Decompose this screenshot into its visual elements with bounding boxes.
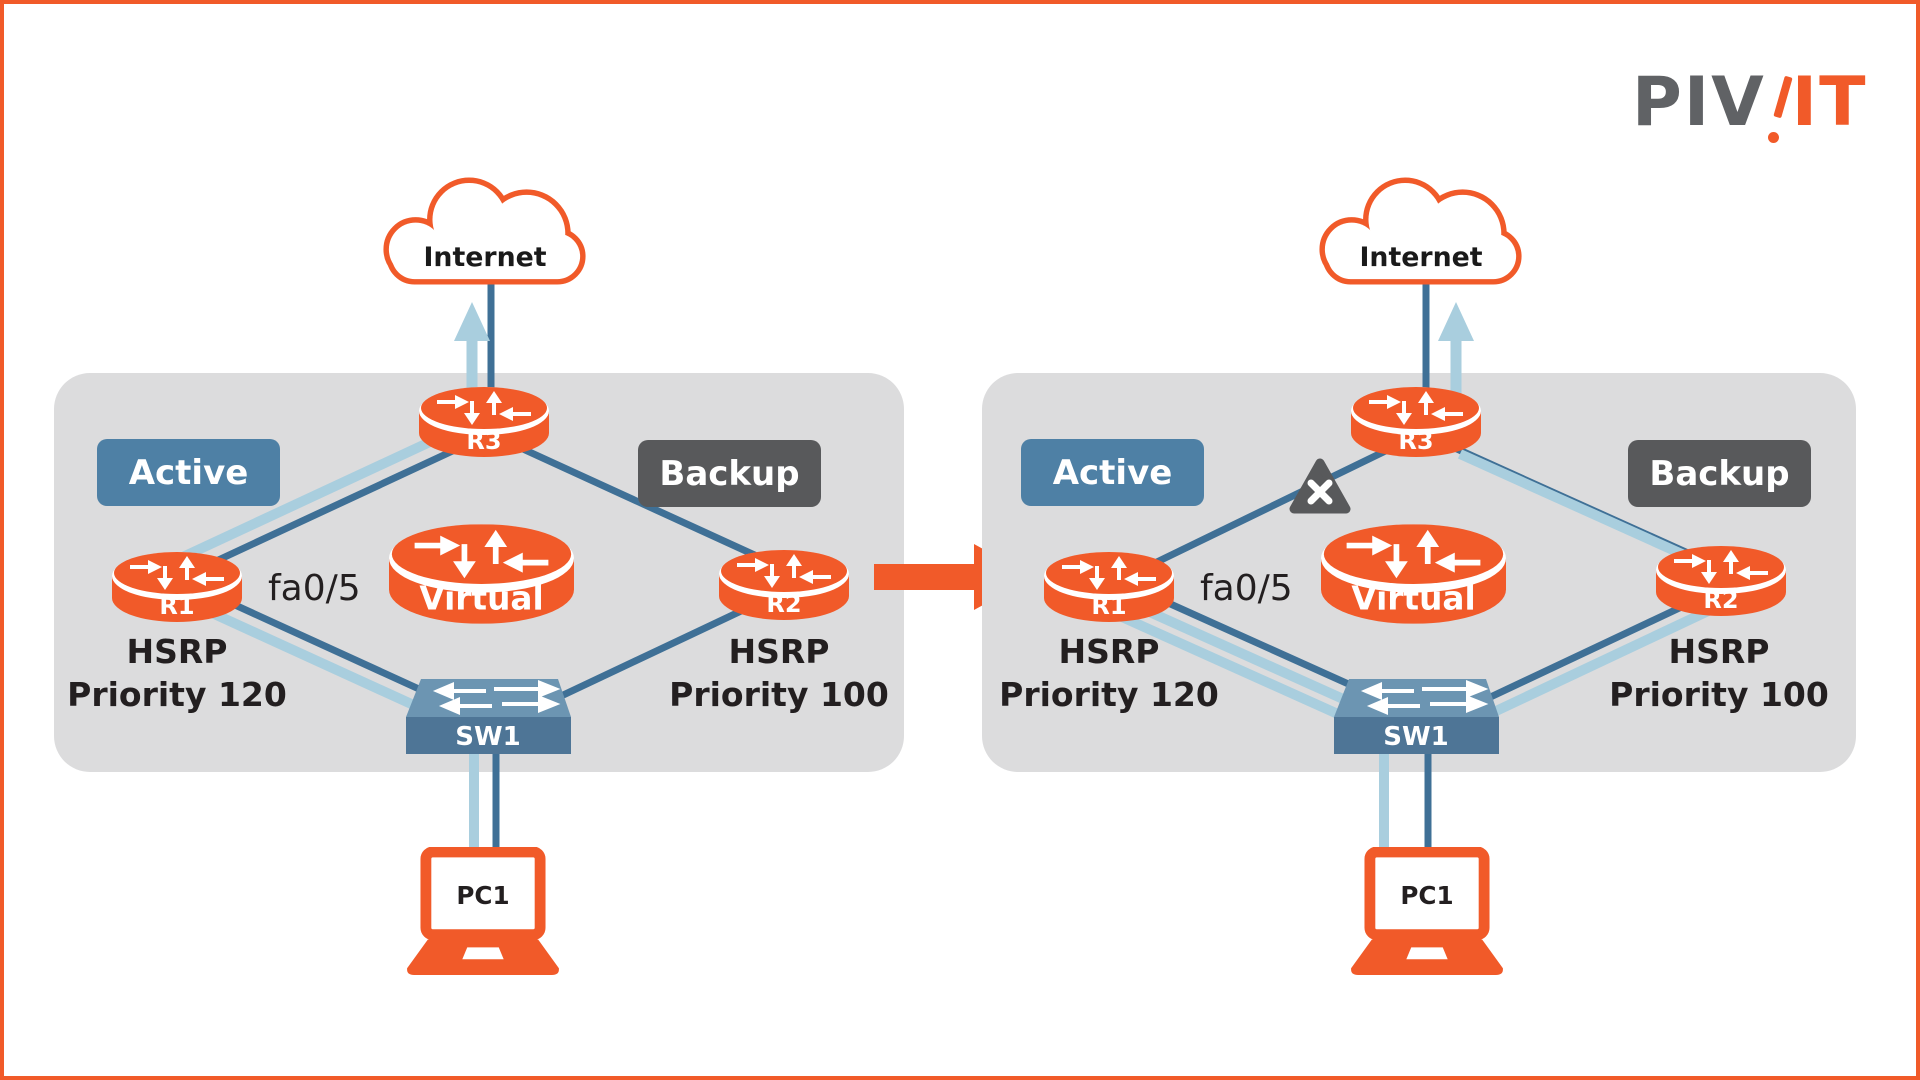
link-r3-r1 [182,437,476,580]
link-r3-r2 [510,440,798,578]
switch-label: SW1 [455,722,521,752]
active-badge-label: Active [1052,452,1173,493]
port-label-fa05: fa0/5 [268,568,361,609]
flow-sw1-r2 [1457,591,1743,733]
panel-before-failure: Internet R3 Active Backup R1 fa0/5 V [44,144,924,1044]
backup-badge: Backup [638,440,821,507]
port-label-fa05: fa0/5 [1200,568,1293,609]
r1-hsrp-caption: HSRP Priority 120 [34,630,320,716]
logo-text-orange: IT [1791,63,1868,142]
pc1-laptop: PC1 [1348,847,1506,979]
r1-caption-line1: HSRP [1058,632,1160,671]
pc1-label: PC1 [1400,881,1453,910]
internet-label: Internet [1359,242,1482,273]
router-r1: R1 [1044,552,1174,626]
router-virtual-label: Virtual [1351,580,1475,618]
backup-badge-label: Backup [1649,453,1790,494]
router-r3: R3 [1351,387,1481,461]
router-r3: R3 [419,387,549,461]
internet-cloud: Internet [376,176,594,299]
backup-badge-label: Backup [659,453,800,494]
switch-sw1: SW1 [406,679,571,758]
router-r2: R2 [1656,546,1786,620]
active-badge: Active [97,439,280,506]
flow-r1-r3 [169,422,465,567]
pc1-laptop: PC1 [404,847,562,979]
r1-hsrp-caption: HSRP Priority 120 [966,630,1252,716]
internet-label: Internet [423,242,546,273]
router-r2: R2 [719,550,849,624]
r1-caption-line2: Priority 120 [67,675,287,714]
pivit-logo: PIV IT [1632,64,1867,154]
r2-caption-line1: HSRP [728,632,830,671]
internet-cloud: Internet [1312,176,1530,299]
router-virtual-label: Virtual [419,580,543,618]
backup-badge: Backup [1628,440,1811,507]
r2-caption-line2: Priority 100 [669,675,889,714]
link-failure-x-icon [1288,456,1352,516]
flow-arrowhead-up [454,302,490,341]
active-badge: Active [1021,439,1204,506]
router-virtual: Virtual [389,524,574,628]
laptop-icon [1351,852,1503,975]
logo-text-gray: PIV [1632,63,1766,142]
router-r3-label: R3 [1398,427,1433,455]
laptop-icon [407,852,559,975]
flow-arrowhead-up [1438,302,1474,341]
router-r1-label: R1 [159,592,194,620]
r2-hsrp-caption: HSRP Priority 100 [636,630,922,716]
switch-label: SW1 [1383,722,1449,752]
router-r2-label: R2 [766,590,801,618]
r2-hsrp-caption: HSRP Priority 100 [1576,630,1862,716]
router-virtual: Virtual [1321,524,1506,628]
panel-after-failure: Internet R3 Active Backup R1 [976,144,1856,1044]
r2-caption-line2: Priority 100 [1609,675,1829,714]
r1-caption-line2: Priority 120 [999,675,1219,714]
router-r1-label: R1 [1091,592,1126,620]
switch-sw1: SW1 [1334,679,1499,758]
r1-caption-line1: HSRP [126,632,228,671]
pc1-label: PC1 [456,881,509,910]
active-badge-label: Active [128,452,249,493]
link-r3-r1-failed [1122,437,1408,582]
router-r2-label: R2 [1703,586,1738,614]
router-r1: R1 [112,552,242,626]
logo-exclamation-icon [1766,64,1793,150]
r2-caption-line1: HSRP [1668,632,1770,671]
router-r3-label: R3 [466,427,501,455]
